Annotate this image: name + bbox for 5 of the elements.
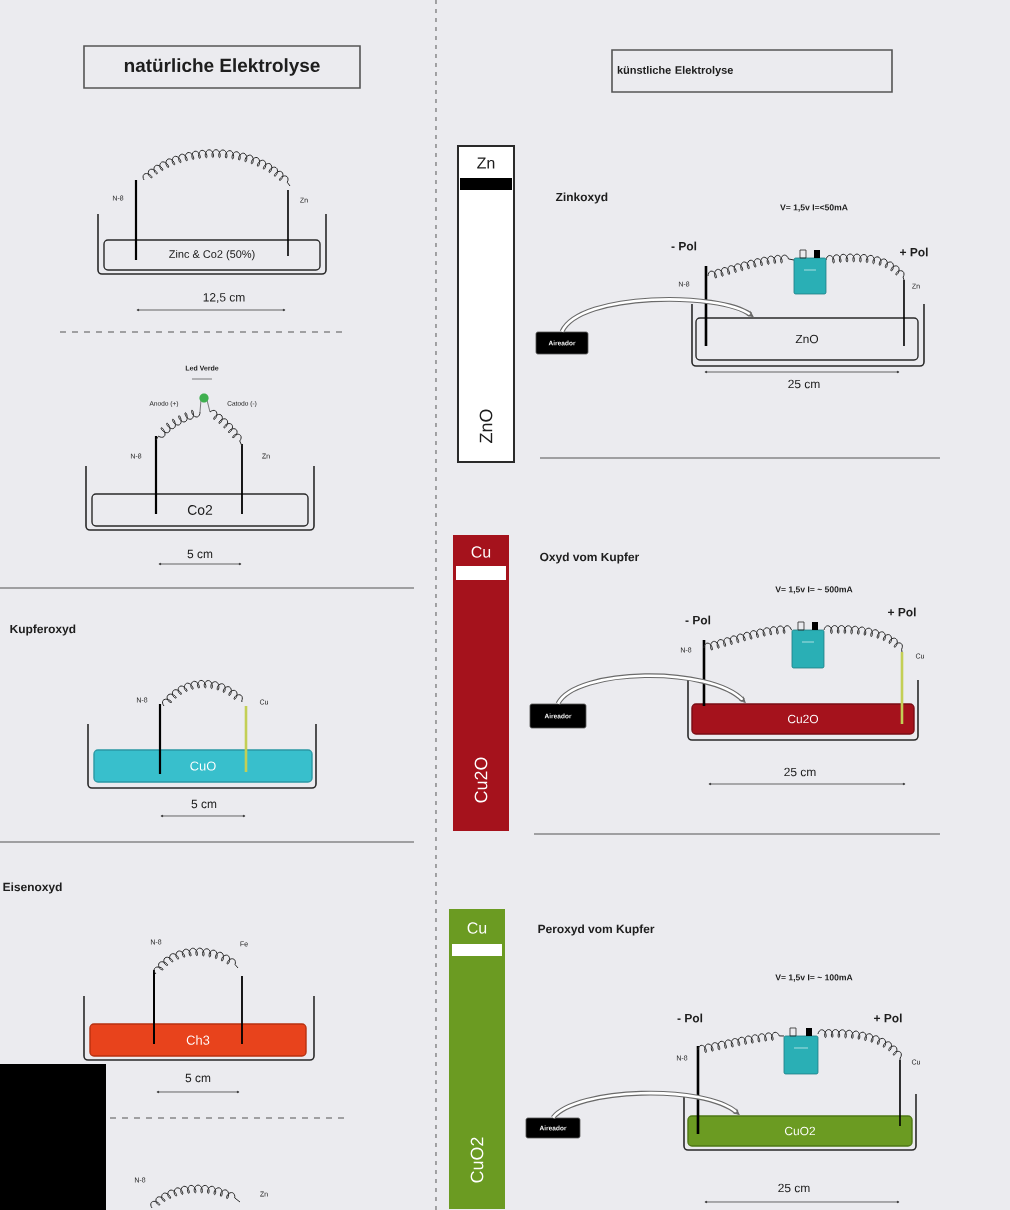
title-box: natürliche Elektrolyse (83, 45, 361, 89)
air-tube (551, 1090, 740, 1120)
air-tube (560, 297, 754, 334)
blank-panel (0, 1064, 106, 1210)
air-tube (556, 673, 746, 706)
